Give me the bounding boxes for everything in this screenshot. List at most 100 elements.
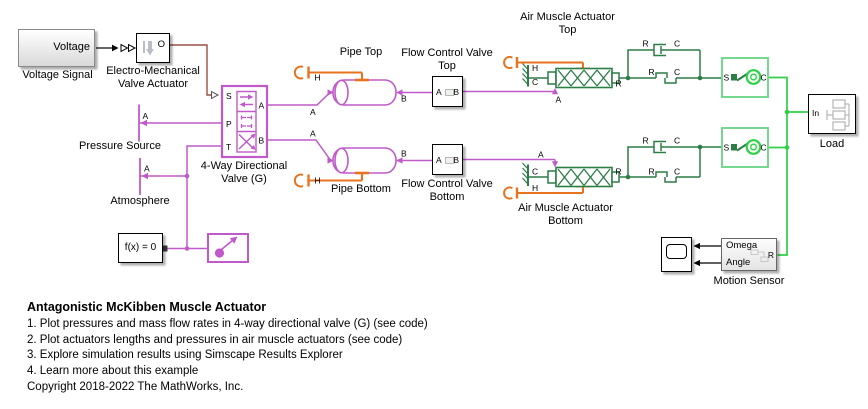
pressure-source-label: Pressure Source [79,140,161,152]
wheel-top-port-c: C [761,73,767,83]
wheel-axle-bottom-block[interactable]: S C [721,127,769,168]
fcv-bottom-port-a: A [436,154,442,165]
annotation-item-4[interactable]: 4. Learn more about this example [27,364,199,377]
air-muscle-actuator-bottom-block[interactable] [522,162,629,188]
mech-network-top[interactable] [625,43,722,84]
ama-bottom-port-r: R [616,167,622,177]
pipe-top-port-a: A [310,107,316,117]
rotational-connections[interactable] [767,76,808,256]
ama-bottom-port-h: H [532,183,538,193]
annotation-item-2[interactable]: 2. Plot actuators lengths and pressures … [27,333,403,346]
ama-bottom-port-a: A [538,150,544,160]
stop-top-port-c: C [674,67,680,77]
atmosphere-port-a: A [144,164,150,174]
ama-top-port-c: C [532,77,538,87]
ama-top-label: Air Muscle Actuator Top [505,11,630,37]
motion-sensor-port-angle: Angle [726,257,751,268]
flow-control-valve-bottom-block[interactable]: A B [432,144,463,175]
emva-label-line2: Valve Actuator [117,78,189,90]
mechanical-network-icon [826,99,850,131]
ama-top-port-a: A [556,95,562,105]
fcv-top-label: Flow Control Valve Top [392,47,502,73]
valve-port-s: S [226,91,232,101]
valve-label-line1: 4-Way Directional [200,160,288,172]
emva-label-line1: Electro-Mechanical [106,65,200,77]
solver-port-nub [163,245,168,252]
solver-configuration-block[interactable]: f(x) = 0 [118,233,163,263]
mech-network-bottom[interactable] [625,140,722,183]
solver-label: f(x) = 0 [124,242,157,253]
voltage-signal-block[interactable]: Voltage [18,29,95,67]
motion-sensor-block[interactable]: Omega Angle R [721,238,777,271]
stop-top-port-r: R [649,67,655,77]
directional-valve-block[interactable]: S P T A B [220,84,269,159]
pipe-top-label: Pipe Top [339,46,383,58]
gas-connections[interactable] [138,88,559,251]
current-arrow-icon [143,41,154,56]
damper-top-port-r: R [643,39,649,49]
valve-glyph-icon [444,157,454,164]
valve-cell-arrows [239,94,254,108]
sensor-glyph-icon [750,249,769,262]
ama-top-port-h: H [532,63,538,73]
pipe-bottom-port-h: H [315,176,321,186]
stop-bottom-port-c: C [674,167,680,177]
pipe-bottom-port-b: B [401,149,407,159]
wheel-axle-top-block[interactable]: S C [721,57,769,98]
wheel-bottom-port-s: S [724,143,730,153]
damper-bottom-port-c: C [674,136,680,146]
fcv-top-label-line1: Flow Control Valve [401,47,493,59]
signal-lines-sensor-to-scope[interactable] [693,242,722,267]
damper-top-icon [653,43,666,57]
voltage-signal-label: Voltage Signal [22,69,93,81]
ama-bottom-port-c: C [532,167,538,177]
fcv-bottom-label-line2: Bottom [429,191,465,203]
fcv-bottom-label: Flow Control Valve Bottom [392,178,502,204]
annotation-item-3[interactable]: 3. Explore simulation results using Sims… [27,349,343,361]
motion-sensor-port-r: R [767,250,774,260]
emva-port-o: O [157,39,165,50]
scope-screen-icon [666,244,687,259]
pipe-top-port-b: B [401,94,407,104]
scope-block[interactable] [661,237,692,272]
pipe-top-port-h: H [315,73,321,83]
fcv-top-port-b: B [453,86,459,97]
fcv-bottom-label-line1: Flow Control Valve [401,178,493,190]
annotation-title: Antagonistic McKibben Muscle Actuator [27,300,267,314]
voltage-signal-inner-label: Voltage [53,41,90,53]
valve-closed-ports [240,115,253,128]
thermal-connections[interactable] [293,55,590,200]
load-label: Load [819,138,845,150]
annotation-item-1[interactable]: 1. Plot pressures and mass flow rates in… [27,318,428,330]
atmosphere-label: Atmosphere [110,195,170,207]
ama-top-label-line2: Top [558,24,577,36]
fcv-bottom-port-b: B [453,154,459,165]
stop-bottom-port-r: R [649,167,655,177]
flow-control-valve-top-block[interactable]: A B [432,76,463,107]
valve-port-b: B [259,136,265,146]
load-block[interactable]: In [808,94,856,134]
signal-line-voltage[interactable] [96,43,137,53]
wheel-bottom-port-c: C [761,143,767,153]
gas-properties-block[interactable] [207,233,249,263]
pipe-bottom-block[interactable] [332,147,397,174]
damper-bottom-port-r: R [643,136,649,146]
valve-label: 4-Way Directional Valve (G) [184,160,304,186]
ama-top-port-r: R [616,79,622,89]
pressure-source-port-a: A [143,111,149,121]
hardstop-bottom-icon [655,171,668,177]
ama-bottom-label-line2: Bottom [548,215,583,227]
air-muscle-actuator-top-block[interactable] [522,63,629,89]
valve-label-line2: Valve (G) [221,173,267,185]
motion-sensor-label: Motion Sensor [713,275,785,287]
electro-mechanical-valve-actuator-block[interactable]: O [136,33,170,63]
pipe-top-block[interactable] [332,79,397,106]
ama-bottom-label: Air Muscle Actuator Bottom [503,202,628,228]
motion-sensor-port-omega: Omega [726,240,758,251]
valve-glyph-icon [444,89,454,96]
annotation-copyright: Copyright 2018-2022 The MathWorks, Inc. [27,381,244,393]
ps-connection[interactable] [170,44,220,100]
damper-bottom-icon [653,140,666,154]
